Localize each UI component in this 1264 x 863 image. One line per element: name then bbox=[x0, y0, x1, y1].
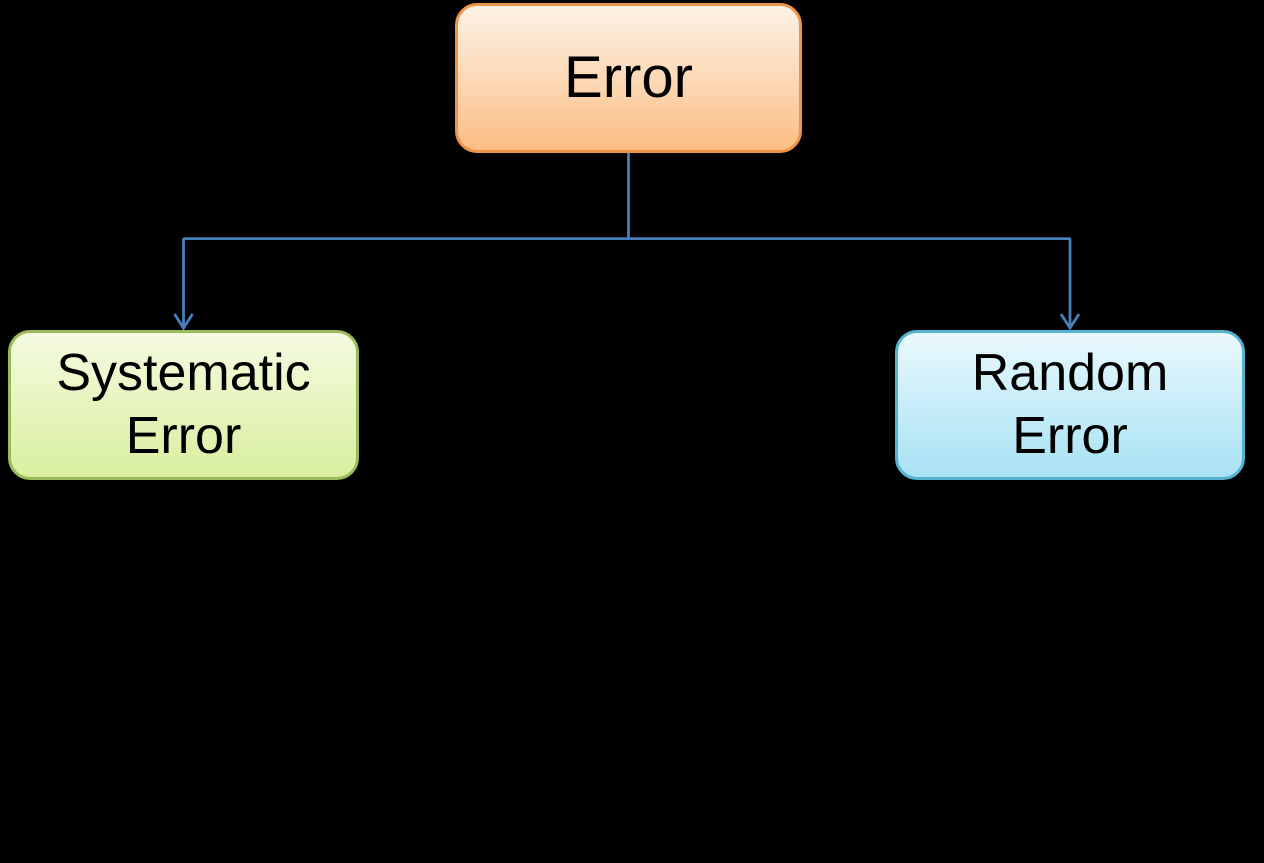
arrowhead-down-icon bbox=[1059, 313, 1081, 331]
node-random-error: Random Error bbox=[895, 330, 1245, 480]
arrowhead-down-icon bbox=[173, 313, 194, 331]
node-systematic-error-label: Systematic Error bbox=[56, 343, 311, 465]
node-error: Error bbox=[455, 3, 802, 153]
node-systematic-error: Systematic Error bbox=[8, 330, 359, 480]
node-error-label: Error bbox=[564, 44, 693, 110]
node-random-error-label: Random Error bbox=[971, 343, 1169, 465]
